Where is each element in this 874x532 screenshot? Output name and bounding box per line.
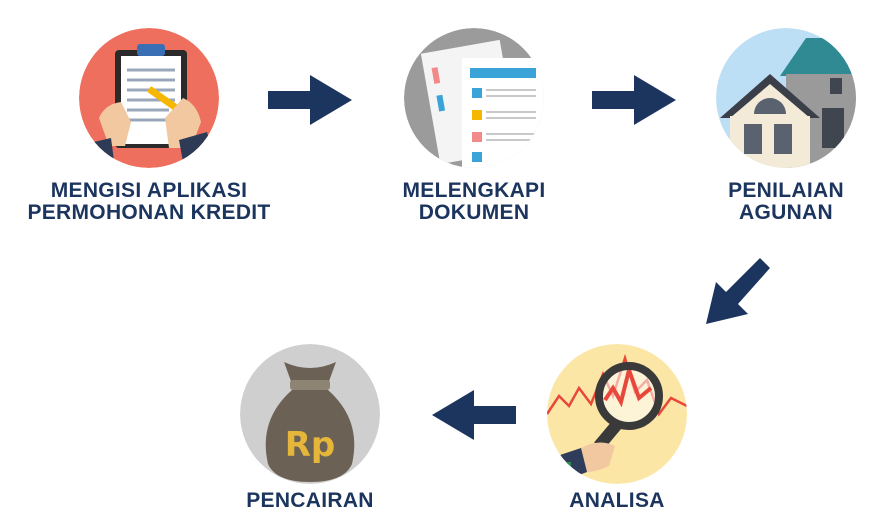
step-2-label: MELENGKAPI DOKUMEN bbox=[334, 180, 614, 224]
magnifier-chart-icon bbox=[547, 344, 687, 484]
money-bag-text: Rp bbox=[285, 425, 336, 465]
step-5-label-line1: PENCAIRAN bbox=[246, 489, 374, 512]
money-bag-icon: Rp bbox=[240, 344, 380, 484]
arrow-right-icon bbox=[268, 75, 352, 125]
step-1-label-line1: MENGISI APLIKASI bbox=[50, 179, 248, 202]
clipboard-writing-icon bbox=[79, 28, 219, 168]
step-4-label: ANALISA bbox=[477, 490, 757, 512]
step-2-label-line2: DOKUMEN bbox=[418, 201, 530, 224]
step-5-label: PENCAIRAN bbox=[170, 490, 450, 512]
arrow-down-left-icon bbox=[706, 258, 770, 324]
step-3-label-line1: PENILAIAN bbox=[728, 179, 844, 202]
step-4-label-line1: ANALISA bbox=[569, 489, 665, 512]
step-1-label-line2: PERMOHONAN KREDIT bbox=[27, 201, 271, 224]
step-1-label: MENGISI APLIKASI PERMOHONAN KREDIT bbox=[9, 180, 289, 224]
step-2-label-line1: MELENGKAPI bbox=[402, 179, 546, 202]
documents-icon bbox=[404, 28, 544, 168]
arrow-right-icon bbox=[592, 75, 676, 125]
step-3-label-line2: AGUNAN bbox=[739, 201, 833, 224]
arrow-left-icon bbox=[432, 390, 516, 440]
house-icon bbox=[716, 28, 856, 168]
step-3-label: PENILAIAN AGUNAN bbox=[646, 180, 874, 224]
